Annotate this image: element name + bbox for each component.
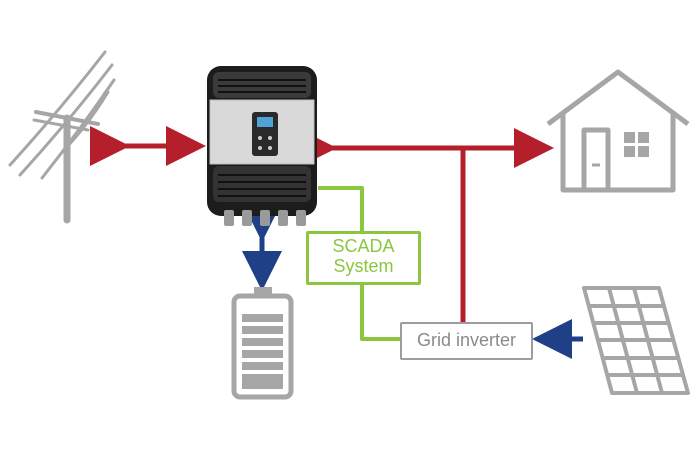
- grid-inverter-label: Grid inverter: [416, 330, 517, 350]
- grid-inverter-box: [400, 322, 533, 360]
- battery-icon: [231, 287, 294, 400]
- inverter-charger-icon: [207, 66, 317, 226]
- dc-power-links: [242, 202, 583, 359]
- house-icon: [546, 69, 690, 193]
- scada-data-link: [318, 186, 400, 341]
- scada-system-box: [306, 231, 421, 285]
- scada-label-line1: SCADA: [332, 236, 395, 256]
- scada-label-line2: System: [333, 256, 394, 276]
- ac-power-links: [90, 126, 554, 322]
- solar-panel-icon: [582, 286, 690, 395]
- power-pole-icon: [8, 50, 116, 224]
